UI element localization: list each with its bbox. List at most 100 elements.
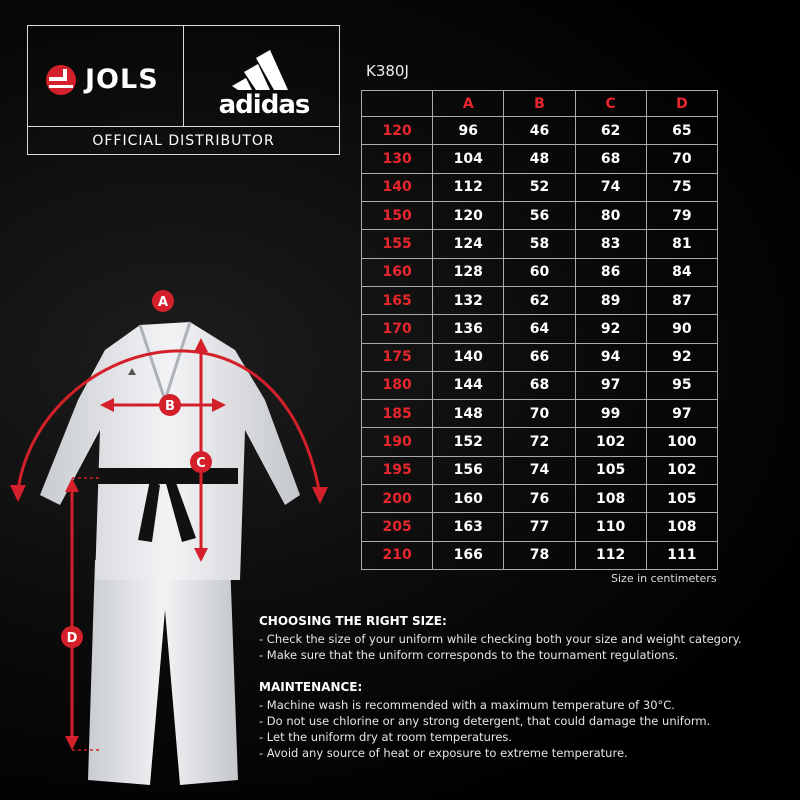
table-cell: 58 [503, 229, 576, 259]
row-height-cell: 140 [360, 172, 434, 202]
maintenance-line: - Let the uniform dry at room temperatur… [259, 730, 513, 744]
table-cell: 46 [503, 115, 576, 146]
table-cell: 78 [503, 540, 576, 571]
table-cell: 62 [574, 115, 647, 146]
choosing-line: - Make sure that the uniform corresponds… [259, 648, 679, 662]
table-cell: 52 [503, 172, 576, 202]
table-cell: 105 [574, 455, 647, 486]
official-distributor-label: OFFICIAL DISTRIBUTOR [92, 133, 275, 149]
table-cell: 110 [574, 512, 647, 542]
marker-d [61, 626, 83, 648]
table-cell: 68 [503, 370, 576, 401]
marker-b [159, 394, 181, 416]
table-cell: 70 [503, 399, 576, 429]
row-height-cell: 170 [360, 314, 434, 344]
maintenance-title: MAINTENANCE: [259, 680, 363, 694]
table-cell: 86 [574, 257, 647, 287]
table-cell: 111 [645, 540, 719, 571]
table-cell: 144 [432, 370, 505, 401]
row-height-cell: 165 [360, 285, 434, 316]
d-arrow-bottom [65, 736, 79, 750]
logo-box: JOLS adidas OFFICIAL DISTRIBUTOR [27, 25, 340, 155]
row-height-cell: 155 [360, 229, 434, 259]
choosing-size-section: CHOOSING THE RIGHT SIZE: - Check the siz… [259, 614, 742, 663]
jols-logo: JOLS [45, 63, 170, 97]
c-arrow-top [194, 338, 208, 352]
model-code: K380J [366, 62, 409, 80]
maintenance-line: - Do not use chlorine or any strong dete… [259, 714, 711, 728]
table-cell: 152 [432, 427, 505, 457]
table-header-cell [360, 90, 434, 117]
arc-a-arrow-left [10, 485, 26, 502]
table-cell: 89 [574, 285, 647, 316]
marker-c [190, 451, 212, 473]
table-header-cell: D [645, 90, 719, 117]
maintenance-line: - Avoid any source of heat or exposure t… [259, 746, 628, 760]
marker-a-label: A [158, 295, 168, 310]
row-height-cell: 160 [360, 257, 434, 287]
logo-divider-horizontal [28, 126, 339, 127]
table-cell: 74 [503, 455, 576, 486]
table-cell: 60 [503, 257, 576, 287]
table-cell: 80 [574, 200, 647, 231]
table-cell: 97 [645, 399, 719, 429]
table-cell: 132 [432, 285, 505, 316]
table-cell: 48 [503, 144, 576, 174]
table-cell: 128 [432, 257, 505, 287]
table-cell: 84 [645, 257, 719, 287]
jols-wordmark: JOLS [85, 64, 159, 95]
table-cell: 70 [645, 144, 719, 174]
table-cell: 105 [645, 484, 719, 514]
table-cell: 160 [432, 484, 505, 514]
table-cell: 120 [432, 200, 505, 231]
table-cell: 108 [645, 512, 719, 542]
arc-a-arrow-right [312, 487, 328, 504]
jacket [40, 322, 300, 580]
pants [88, 560, 238, 785]
table-cell: 112 [432, 172, 505, 202]
row-height-cell: 195 [360, 455, 434, 486]
chest-logo [128, 368, 136, 375]
table-cell: 92 [574, 314, 647, 344]
table-cell: 136 [432, 314, 505, 344]
table-cell: 140 [432, 342, 505, 372]
table-cell: 76 [503, 484, 576, 514]
choosing-line: - Check the size of your uniform while c… [259, 632, 742, 646]
row-height-cell: 210 [360, 540, 434, 571]
row-height-cell: 120 [360, 115, 434, 146]
table-cell: 100 [645, 427, 719, 457]
table-cell: 99 [574, 399, 647, 429]
marker-c-label: C [196, 456, 206, 471]
choosing-size-title: CHOOSING THE RIGHT SIZE: [259, 614, 447, 628]
table-cell: 95 [645, 370, 719, 401]
table-cell: 64 [503, 314, 576, 344]
table-cell: 124 [432, 229, 505, 259]
table-header-cell: C [574, 90, 647, 117]
logo-divider-vertical [183, 26, 184, 126]
kimono-illustration: A B C D [10, 290, 328, 785]
belt-ends [138, 480, 196, 542]
marker-b-label: B [165, 399, 175, 414]
table-cell: 156 [432, 455, 505, 486]
table-cell: 74 [574, 172, 647, 202]
table-cell: 81 [645, 229, 719, 259]
table-cell: 163 [432, 512, 505, 542]
table-cell: 94 [574, 342, 647, 372]
table-header-cell: B [503, 90, 576, 117]
b-arrow-left [100, 398, 114, 412]
